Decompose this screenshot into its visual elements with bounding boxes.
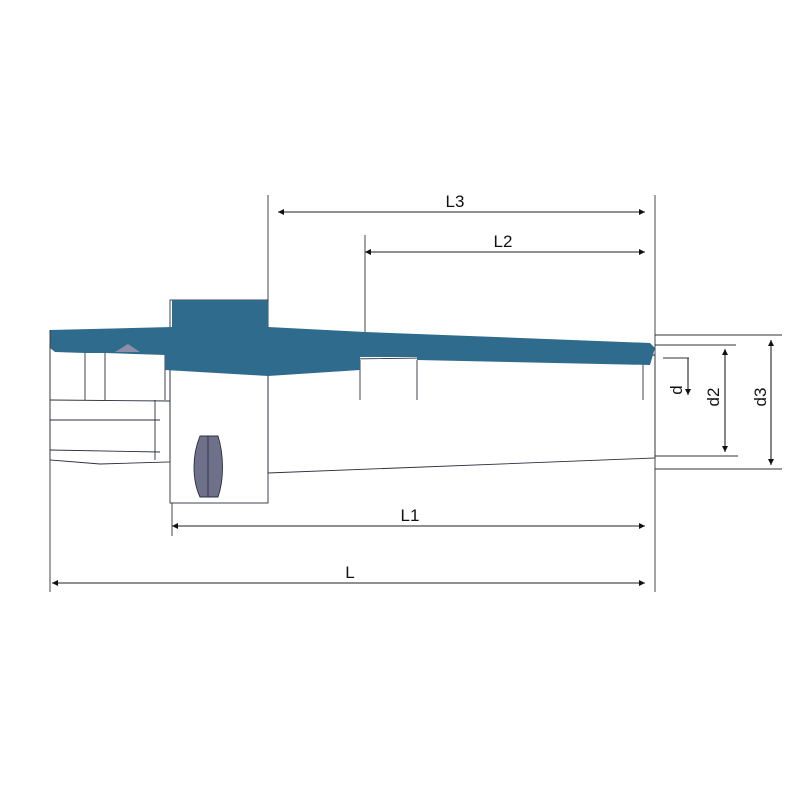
section-cut (50, 300, 655, 376)
label-d2: d2 (704, 388, 723, 407)
label-L: L (345, 563, 354, 582)
label-L1: L1 (401, 506, 420, 525)
label-d: d (667, 385, 686, 394)
label-L2: L2 (494, 232, 513, 251)
label-d3: d3 (751, 388, 770, 407)
screw-icon (115, 344, 140, 352)
label-L3: L3 (446, 192, 465, 211)
